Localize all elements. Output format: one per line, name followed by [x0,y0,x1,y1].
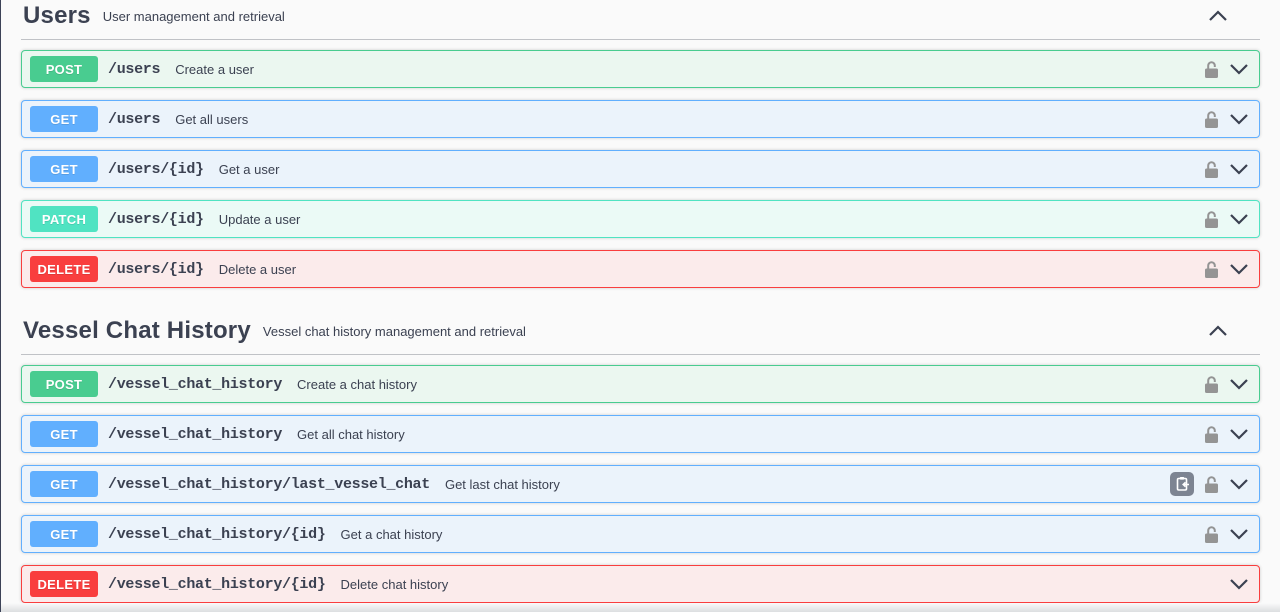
method-badge: GET [30,156,98,182]
collapse-section-chevron-up-icon[interactable] [1208,9,1228,23]
endpoint-row-post-vessel-chat-history[interactable]: POST /vessel_chat_history Create a chat … [21,365,1260,403]
section-subtitle: User management and retrieval [102,8,285,24]
auth-lock-icon[interactable] [1204,525,1219,543]
endpoint-row-get-users[interactable]: GET /users Get all users [21,100,1260,138]
endpoint-row-get-last-vessel-chat[interactable]: GET /vessel_chat_history/last_vessel_cha… [21,465,1260,503]
copy-to-clipboard-icon[interactable] [1170,472,1194,496]
tag-section-vessel-chat-history: Vessel Chat History Vessel chat history … [21,315,1260,603]
endpoint-description: Get a chat history [340,526,443,542]
expand-chevron-down-icon[interactable] [1229,112,1249,126]
expand-chevron-down-icon[interactable] [1229,262,1249,276]
auth-lock-icon[interactable] [1204,475,1219,493]
auth-lock-icon[interactable] [1204,425,1219,443]
auth-lock-icon[interactable] [1204,60,1219,78]
method-badge: GET [30,106,98,132]
endpoint-row-delete-user[interactable]: DELETE /users/{id} Delete a user [21,250,1260,288]
auth-lock-icon[interactable] [1204,160,1219,178]
method-badge: POST [30,56,98,82]
tag-header-users[interactable]: Users User management and retrieval [21,0,1260,30]
endpoint-list: POST /vessel_chat_history Create a chat … [21,355,1260,603]
endpoint-path: /users [108,60,161,78]
section-subtitle: Vessel chat history management and retri… [262,323,526,339]
expand-chevron-down-icon[interactable] [1229,162,1249,176]
endpoint-description: Get all chat history [297,426,405,442]
endpoint-description: Create a chat history [297,376,417,392]
expand-chevron-down-icon[interactable] [1229,527,1249,541]
expand-chevron-down-icon[interactable] [1229,212,1249,226]
method-badge: DELETE [30,256,98,282]
endpoint-path: /vessel_chat_history [108,375,283,393]
endpoint-list: POST /users Create a user GET /users Get… [21,40,1260,288]
expand-chevron-down-icon[interactable] [1229,427,1249,441]
endpoint-row-post-users[interactable]: POST /users Create a user [21,50,1260,88]
tag-header-vessel-chat-history[interactable]: Vessel Chat History Vessel chat history … [21,315,1260,345]
endpoint-row-get-vessel-chat-by-id[interactable]: GET /vessel_chat_history/{id} Get a chat… [21,515,1260,553]
endpoint-path: /vessel_chat_history [108,425,283,443]
endpoint-row-get-vessel-chat-history[interactable]: GET /vessel_chat_history Get all chat hi… [21,415,1260,453]
expand-chevron-down-icon[interactable] [1229,477,1249,491]
endpoint-description: Get a user [218,161,280,177]
method-badge: POST [30,371,98,397]
endpoint-path: /vessel_chat_history/last_vessel_chat [108,475,430,493]
endpoint-path: /users/{id} [108,160,204,178]
endpoint-description: Get last chat history [444,476,560,492]
auth-lock-icon[interactable] [1204,210,1219,228]
endpoint-description: Create a user [175,61,254,77]
method-badge: DELETE [30,571,98,597]
endpoint-path: /users [108,110,161,128]
endpoint-path: /users/{id} [108,210,204,228]
method-badge: GET [30,471,98,497]
endpoint-row-get-user-by-id[interactable]: GET /users/{id} Get a user [21,150,1260,188]
auth-lock-icon[interactable] [1204,375,1219,393]
auth-lock-icon[interactable] [1204,260,1219,278]
expand-chevron-down-icon[interactable] [1229,62,1249,76]
endpoint-row-delete-vessel-chat[interactable]: DELETE /vessel_chat_history/{id} Delete … [21,565,1260,603]
endpoint-row-patch-user[interactable]: PATCH /users/{id} Update a user [21,200,1260,238]
auth-lock-icon[interactable] [1204,110,1219,128]
method-badge: GET [30,521,98,547]
endpoint-description: Get all users [175,111,249,127]
viewport-bottom-edge [1,603,1280,612]
endpoint-path: /vessel_chat_history/{id} [108,575,326,593]
expand-chevron-down-icon[interactable] [1229,377,1249,391]
section-divider [21,39,1260,40]
endpoint-description: Update a user [218,211,301,227]
endpoint-path: /vessel_chat_history/{id} [108,525,326,543]
section-title: Vessel Chat History [23,317,251,344]
endpoint-path: /users/{id} [108,260,204,278]
tag-section-users: Users User management and retrieval POST… [21,0,1260,288]
collapse-section-chevron-up-icon[interactable] [1208,324,1228,338]
section-divider [21,354,1260,355]
method-badge: PATCH [30,206,98,232]
endpoint-description: Delete chat history [340,576,449,592]
expand-chevron-down-icon[interactable] [1229,577,1249,591]
method-badge: GET [30,421,98,447]
section-title: Users [23,2,91,29]
endpoint-description: Delete a user [218,261,297,277]
